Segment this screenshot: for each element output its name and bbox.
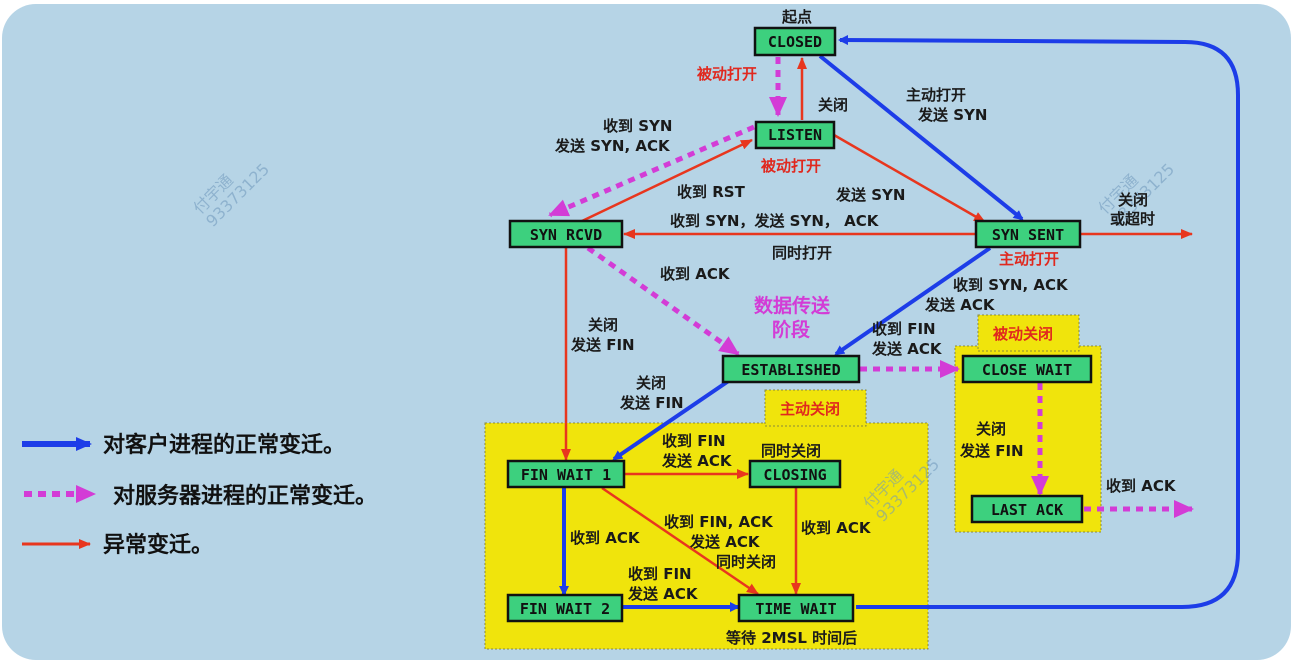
label-simultaneous-open: 同时打开 [772,244,832,262]
state-syn-sent: SYN SENT [974,219,1082,249]
label-send-fin: 发送 FIN [959,442,1024,460]
legend-server-label: 对服务器进程的正常变迁。 [113,483,377,509]
label-recv-ack: 收到 ACK [570,529,641,547]
label-send-syn: 发送 SYN [917,106,987,124]
svg-text:FIN WAIT 1: FIN WAIT 1 [521,466,611,484]
state-syn-rcvd: SYN RCVD [508,219,624,249]
label-recv-fin: 收到 FIN [872,320,936,338]
label-active-open: 主动打开 [999,250,1059,268]
label-simultaneous-close: 同时关闭 [716,553,776,571]
label-recv-syn: 收到 SYN [603,117,672,135]
svg-text:FIN WAIT 2: FIN WAIT 2 [520,600,610,618]
label-close: 关闭 [588,316,618,334]
svg-text:SYN RCVD: SYN RCVD [530,226,602,244]
label-data-phase: 数据传送 [754,294,831,317]
label-recv-ack: 收到 ACK [660,265,731,283]
label-close-or: 关闭 [1118,191,1148,209]
syn-rcvd-to-established-arrow [586,245,740,357]
label-send-syn: 发送 SYN [835,186,905,204]
label-recv-syn-send-synack: 收到 SYN，发送 SYN， ACK [670,212,880,230]
label-data-phase: 阶段 [772,318,811,341]
label-send-syn-ack: 发送 SYN, ACK [554,137,671,155]
label-send-ack: 发送 ACK [924,296,996,314]
time-wait-to-closed-arrow [838,35,1240,609]
label-recv-fin: 收到 FIN [662,432,726,450]
label-recv-syn-ack: 收到 SYN, ACK [953,276,1069,294]
svg-text:TIME WAIT: TIME WAIT [755,600,836,618]
label-recv-fin: 收到 FIN [628,565,692,583]
label-passive-close: 被动关闭 [993,325,1053,343]
established-to-fin-wait-1-arrow [612,378,732,461]
label-close: 关闭 [636,374,666,392]
fin-wait-1-to-time-wait-arrow [601,486,759,596]
listen-to-syn-rcvd-arrow [548,124,755,218]
svg-text:LISTEN: LISTEN [768,126,822,144]
label-passive-open: 被动打开 [761,157,821,175]
label-active-open: 主动打开 [906,86,966,104]
label-close: 关闭 [818,96,848,114]
svg-text:SYN SENT: SYN SENT [992,226,1064,244]
legend-client-label: 对客户进程的正常变迁。 [103,432,345,458]
label-send-ack: 发送 ACK [689,533,761,551]
svg-text:ESTABLISHED: ESTABLISHED [741,361,840,379]
active-close-tag [764,389,867,427]
label-send-ack: 发送 ACK [871,340,943,358]
closed-to-syn-sent-arrow [818,54,1024,221]
label-send-fin: 发送 FIN [570,336,635,354]
label-send-fin: 发送 FIN [619,394,684,412]
label-recv-fin-ack: 收到 FIN, ACK [664,513,774,531]
syn-sent-to-established-arrow [834,246,992,356]
label-active-close: 主动关闭 [780,400,840,418]
listen-to-syn-sent-arrow [833,133,986,224]
svg-text:CLOSED: CLOSED [768,33,822,51]
state-established: ESTABLISHED [721,354,861,384]
label-recv-ack: 收到 ACK [1106,477,1177,495]
state-closed: CLOSED [753,26,837,57]
state-fin-wait-1: FIN WAIT 1 [506,459,626,489]
legend: 对客户进程的正常变迁。 对服务器进程的正常变迁。 异常变迁。 [22,432,377,558]
label-simultaneous-close: 同时关闭 [761,442,821,460]
legend-abnormal-label: 异常变迁。 [103,532,213,558]
label-timeout: 或超时 [1110,210,1155,228]
svg-text:CLOSE WAIT: CLOSE WAIT [982,361,1072,379]
state-fin-wait-2: FIN WAIT 2 [506,593,624,623]
state-close-wait: CLOSE WAIT [961,354,1093,384]
svg-text:LAST ACK: LAST ACK [991,501,1063,519]
state-last-ack: LAST ACK [970,494,1084,524]
label-send-ack: 发送 ACK [661,452,733,470]
label-recv-ack: 收到 ACK [801,519,872,537]
state-time-wait: TIME WAIT [737,593,855,623]
label-close: 关闭 [976,420,1006,438]
label-start: 起点 [781,8,812,26]
label-wait-2msl: 等待 2MSL 时间后 [726,629,857,647]
label-recv-rst: 收到 RST [677,183,746,201]
state-listen: LISTEN [754,120,836,150]
label-send-ack: 发送 ACK [627,585,699,603]
svg-text:CLOSING: CLOSING [763,466,826,484]
syn-rcvd-to-listen-arrow [579,138,753,224]
label-passive-open: 被动打开 [697,65,757,83]
state-closing: CLOSING [748,459,842,489]
passive-close-tag [977,314,1080,352]
